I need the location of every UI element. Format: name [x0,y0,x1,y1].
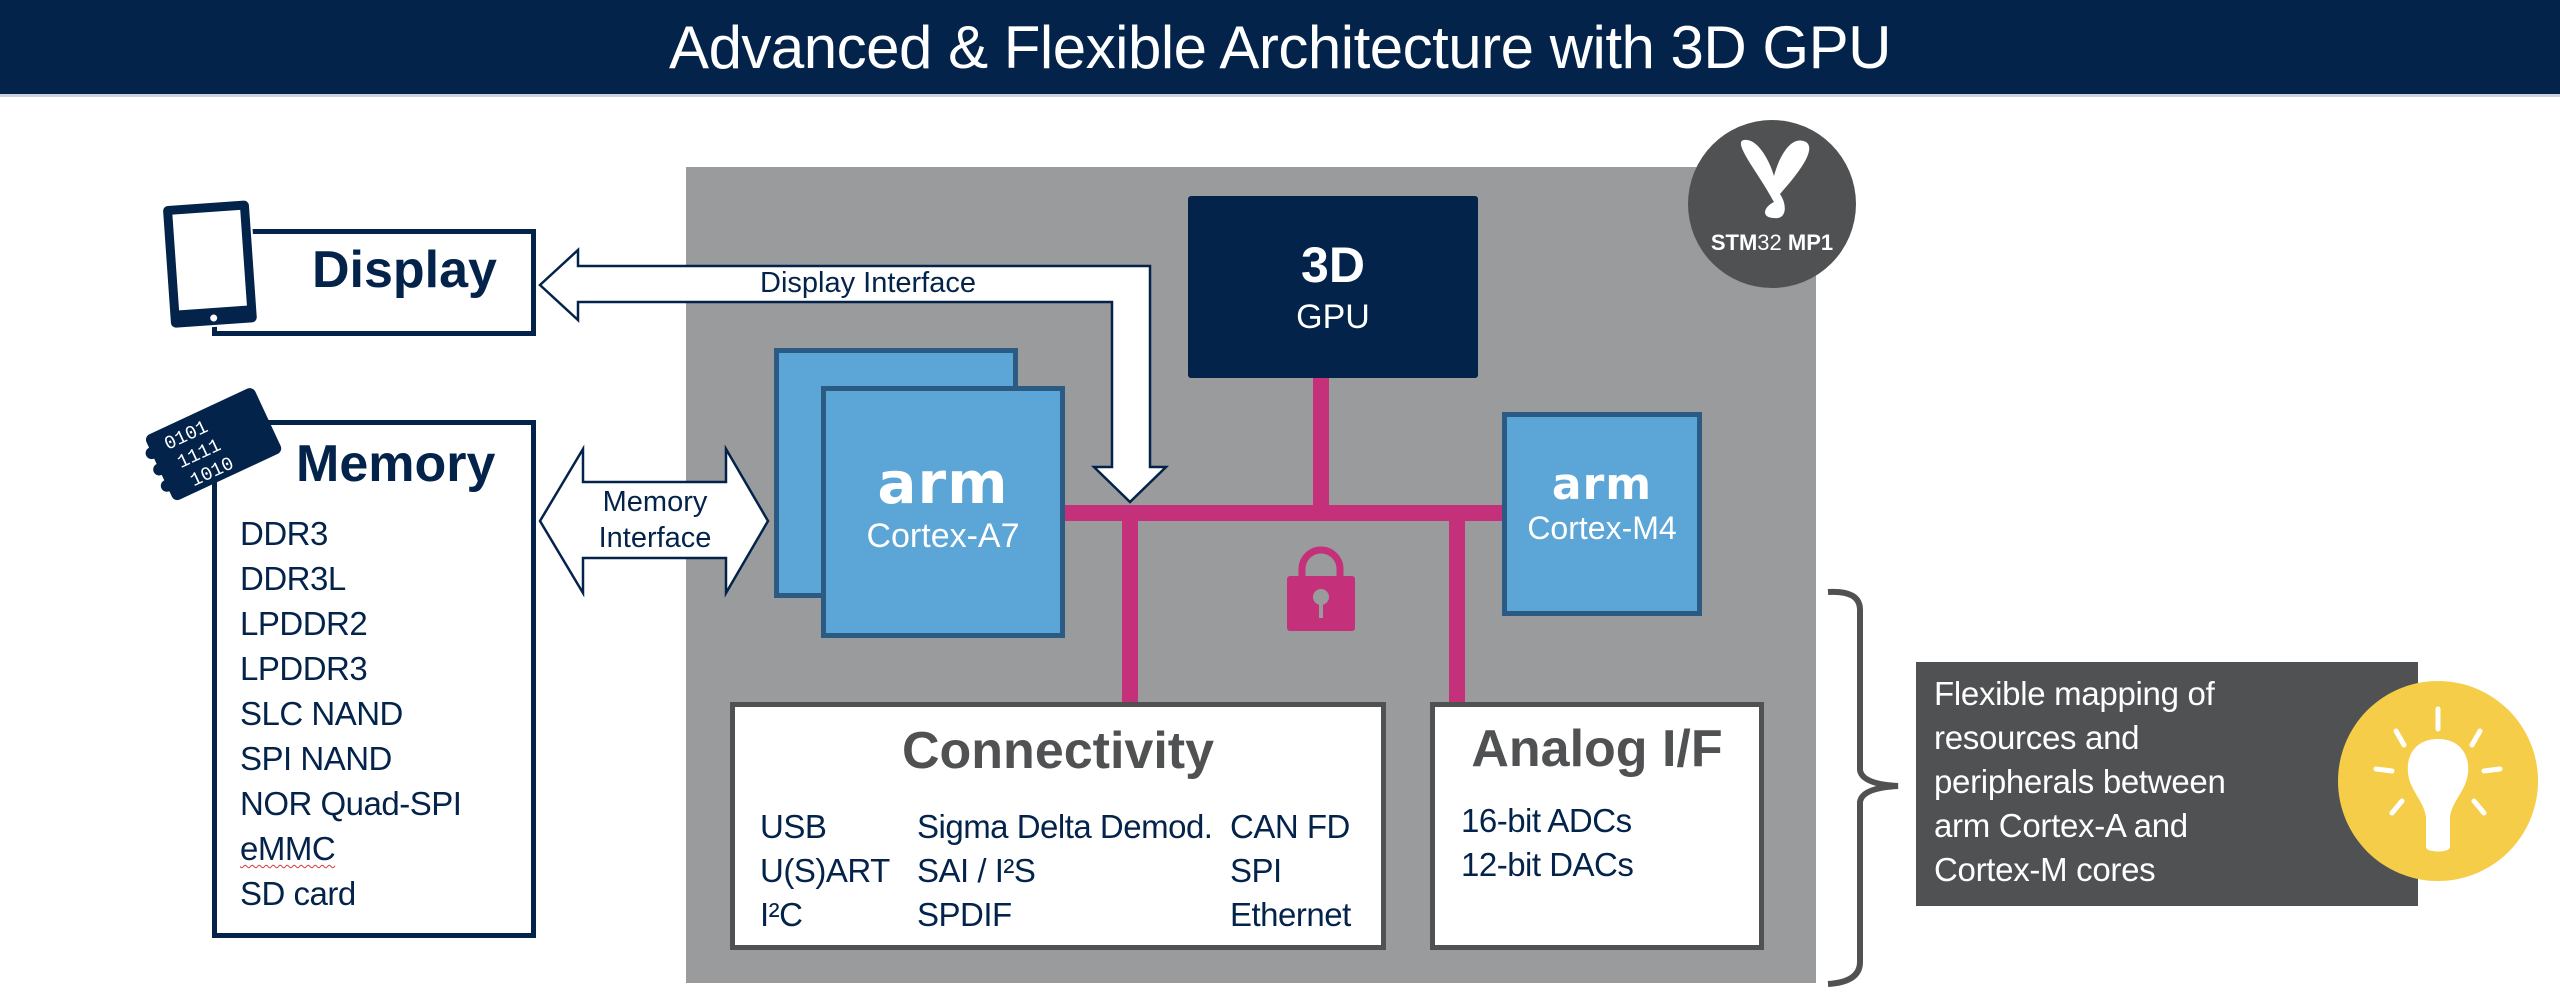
lock-icon [1287,546,1355,631]
gpu-label: GPU [1296,298,1370,336]
core-name: Cortex-M4 [1527,510,1677,546]
memory-type-list: DDR3 DDR3L LPDDR2 LPDDR3 SLC NAND SPI NA… [240,511,462,916]
memory-chip-icon: 0101 1111 1010 [145,388,282,501]
cortex-m4-core: arm Cortex-M4 [1502,412,1702,616]
display-label: Display [312,241,497,299]
logo-text-32: 32 [1757,230,1782,255]
memory-type: SLC NAND [240,695,403,732]
analog-item: 12-bit DACs [1461,846,1634,883]
connectivity-item: USB [760,808,827,845]
callout-line: resources and [1934,719,2140,756]
flexible-mapping-callout: Flexible mapping of resources and periph… [1916,662,2418,906]
analog-interface-box: Analog I/F 16-bit ADCs 12-bit DACs [1430,702,1764,950]
callout-line: Flexible mapping of [1934,675,2215,712]
bus-gpu-link [1313,378,1329,508]
memory-type: eMMC [240,826,461,871]
memory-type: DDR3L [240,560,346,597]
display-interface-arrow [538,247,1170,504]
analog-item: 16-bit ADCs [1461,802,1632,839]
lightbulb-badge [2338,681,2538,881]
display-interface-label: Display Interface [760,267,976,299]
bus-analog-link [1449,518,1465,704]
memory-type: SD card [240,875,356,912]
connectivity-item: I²C [760,896,803,933]
memory-interface-label-line2: Interface [598,522,712,554]
arm-logo: arm [1551,459,1653,510]
core-name: Cortex-A7 [866,517,1020,555]
page-title: Advanced & Flexible Architecture with 3D… [669,13,1891,81]
memory-type: LPDDR2 [240,605,368,642]
connectivity-column: Sigma Delta Demod. SAI / I²S SPDIF [917,805,1213,937]
logo-text-stm: STM [1710,230,1758,255]
analog-title: Analog I/F [1471,720,1723,778]
memory-type: LPDDR3 [240,650,368,687]
curly-brace [1827,588,1899,987]
arm-logo: arm [877,449,1009,517]
memory-box [212,420,536,938]
memory-type: DDR3 [240,515,328,552]
lightbulb-icon [2373,706,2503,852]
connectivity-item: Ethernet [1230,896,1351,933]
memory-label: Memory [296,435,496,493]
memory-interface-arrow [538,444,770,598]
connectivity-box: Connectivity USB U(S)ART I²C Sigma Delta… [730,702,1386,950]
analog-list: 16-bit ADCs 12-bit DACs [1461,799,1634,887]
interconnect-bus [1065,378,1502,704]
memory-type: SPI NAND [240,740,392,777]
gpu-title: 3D [1301,237,1365,293]
connectivity-item: Sigma Delta Demod. [917,808,1213,845]
callout-line: Cortex-M cores [1934,851,2156,888]
connectivity-item: CAN FD [1230,808,1350,845]
connectivity-item: SPI [1230,852,1282,889]
connectivity-item: SPDIF [917,896,1012,933]
connectivity-title: Connectivity [901,722,1215,780]
stm32mp1-logo: STM32 MP1 [1688,120,1856,288]
connectivity-item: SAI / I²S [917,852,1036,889]
tablet-icon [161,198,259,330]
connectivity-item: U(S)ART [760,852,890,889]
title-bar: Advanced & Flexible Architecture with 3D… [0,0,2560,97]
memory-interface-label-line1: Memory [602,486,708,518]
callout-line: peripherals between [1934,763,2226,800]
memory-interface-label: Memory Interface [590,484,720,556]
memory-type-text: eMMC [240,830,336,867]
memory-type: NOR Quad-SPI [240,785,462,822]
cortex-a7-core: arm Cortex-A7 [821,386,1065,638]
butterfly-icon [1740,139,1810,219]
logo-text-mp1: MP1 [1781,230,1834,255]
bus-connectivity-link [1122,518,1138,704]
connectivity-column: USB U(S)ART I²C [760,805,890,937]
display-box [212,229,536,336]
connectivity-column: CAN FD SPI Ethernet [1230,805,1351,937]
gpu-block: 3D GPU [1188,196,1478,378]
logo-text: STM32 MP1 [1688,230,1856,256]
bus-horizontal [1065,505,1502,521]
callout-line: arm Cortex-A and [1934,807,2188,844]
